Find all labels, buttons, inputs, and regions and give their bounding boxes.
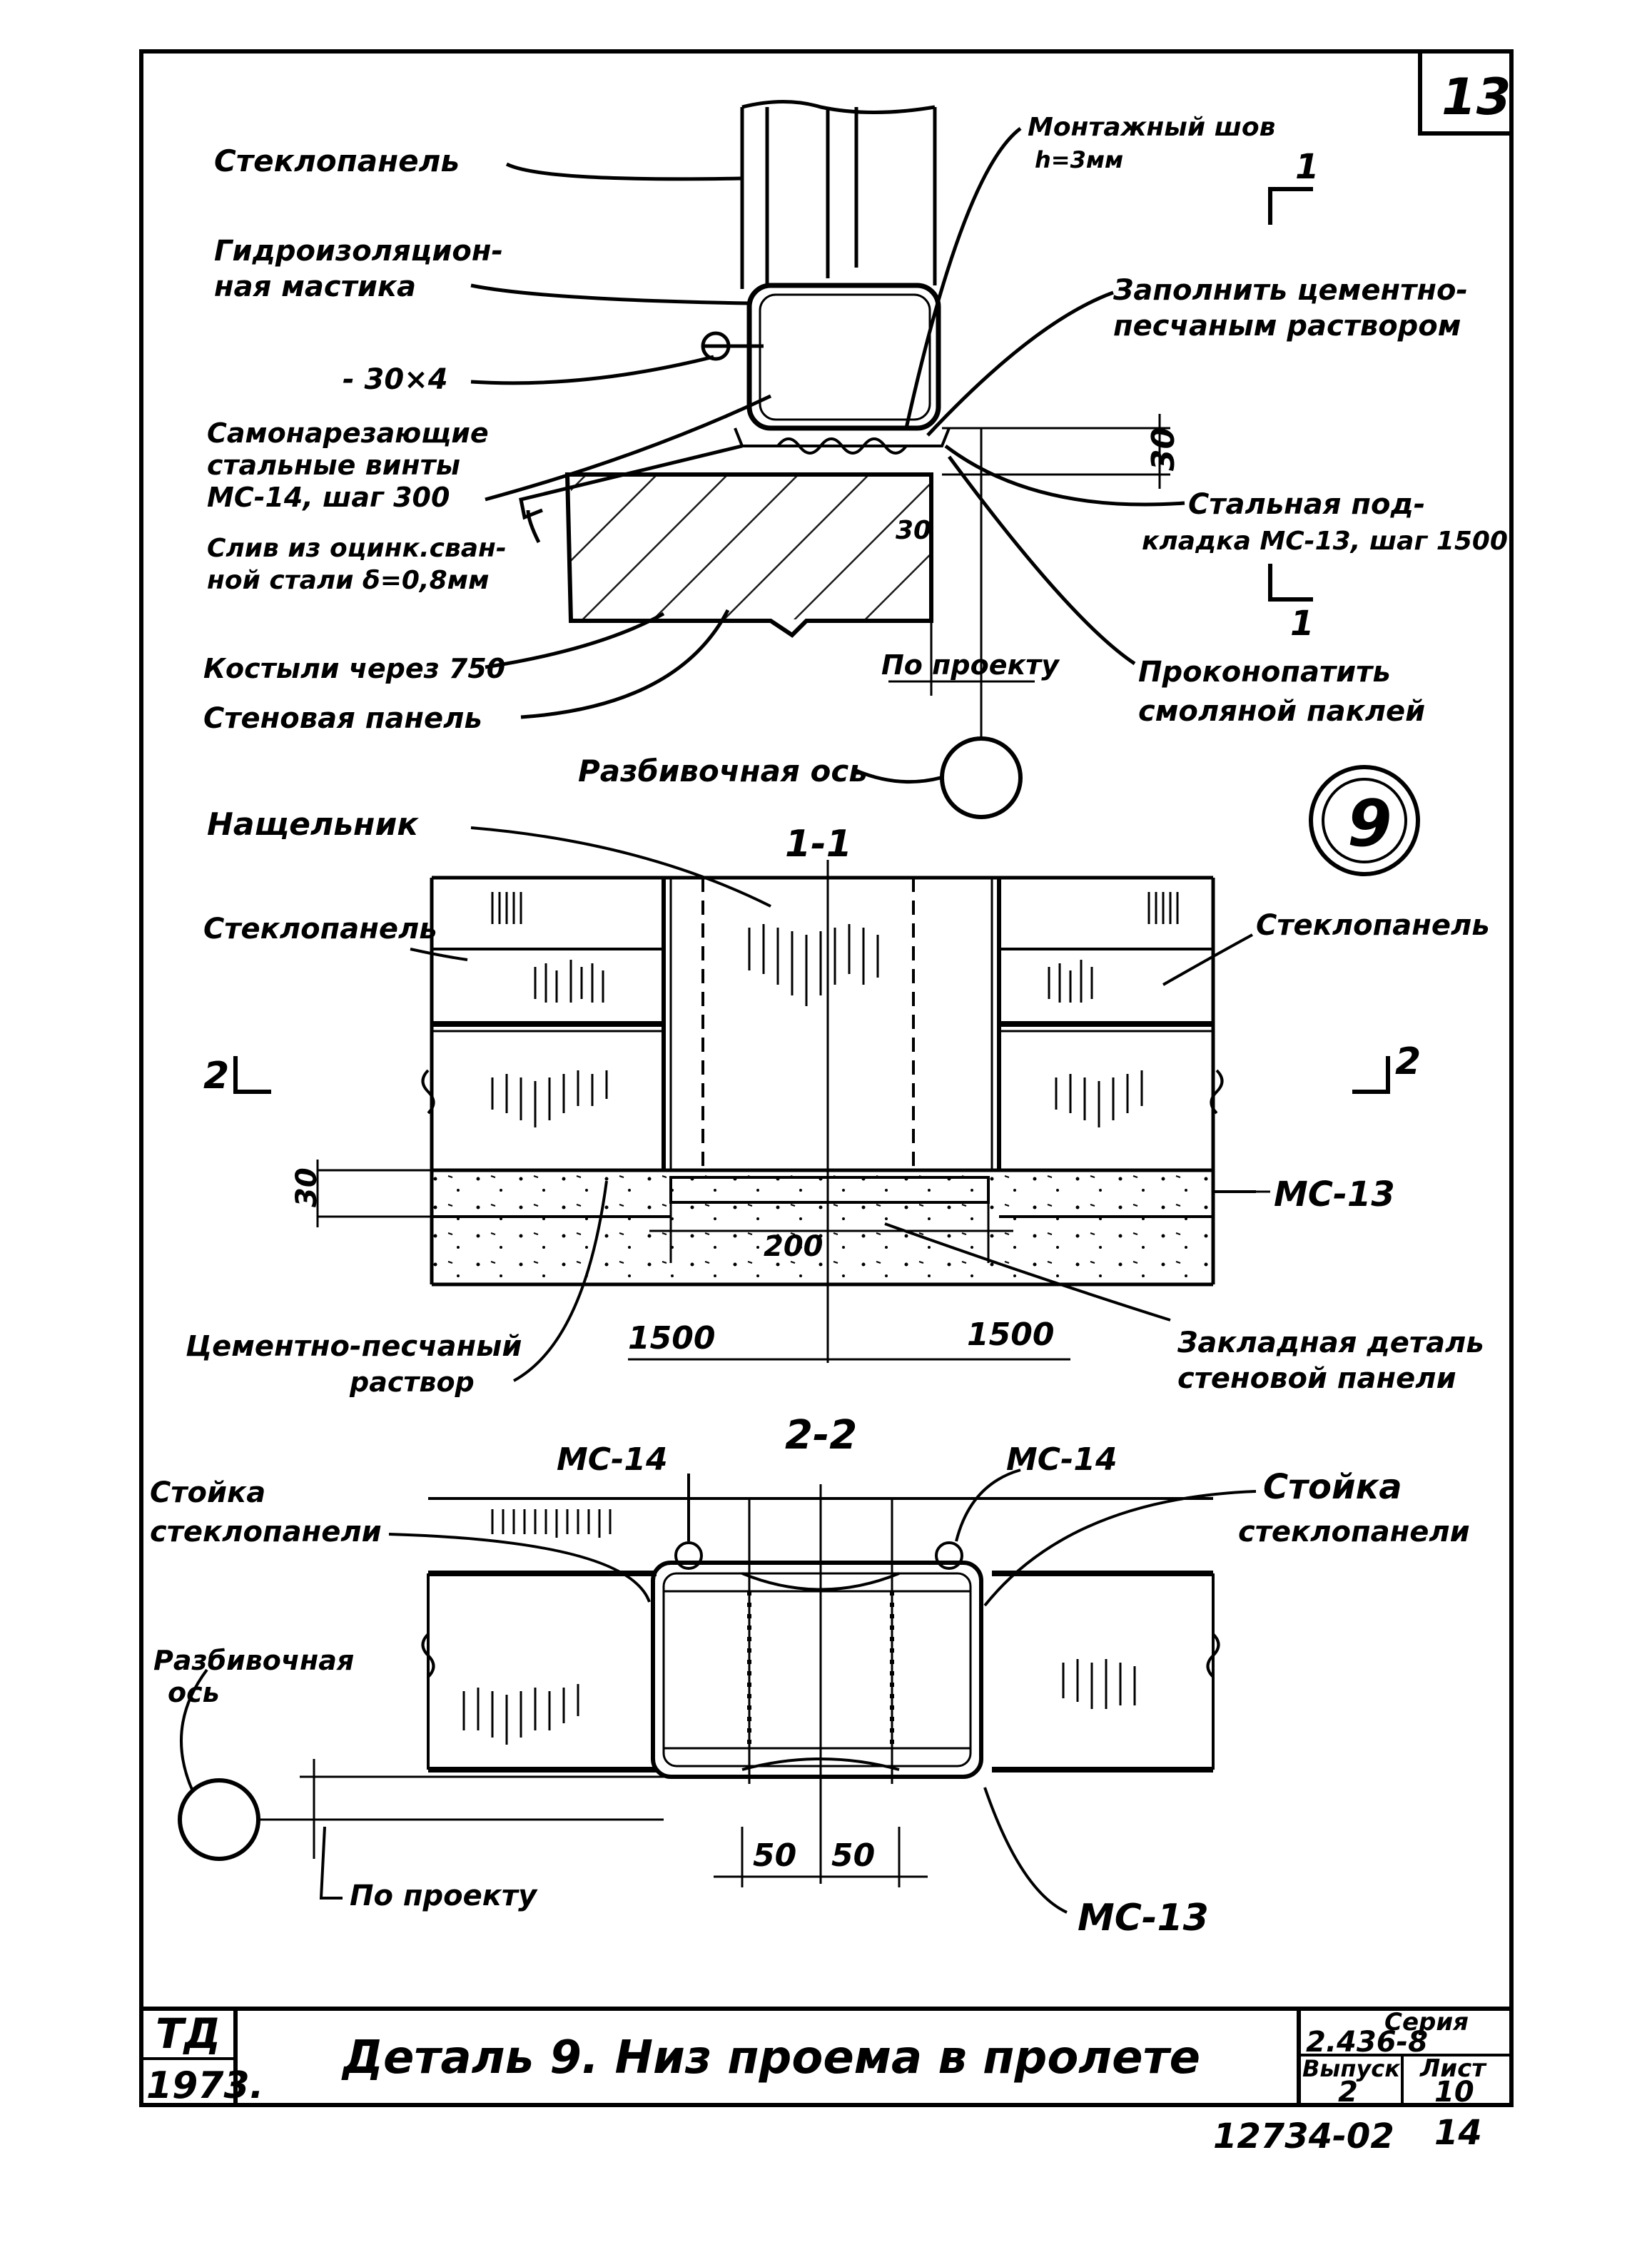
year-label: 1973. xyxy=(146,2064,263,2107)
cut-mark-1-top: 1 xyxy=(1295,147,1319,187)
label-dim-200: 200 xyxy=(764,1230,824,1263)
label-axis-top: Разбивочная ось xyxy=(578,754,868,788)
axis-marker-top xyxy=(940,736,1023,819)
series-value: 2.436-8 xyxy=(1306,2026,1428,2059)
label-drip-1: Слив из оцинк.сван- xyxy=(207,534,507,563)
label-screws-3: МС-14, шаг 300 xyxy=(207,482,450,513)
axis-marker-bottom xyxy=(178,1778,260,1861)
label-glass-left: Стеклопанель xyxy=(203,913,437,945)
label-mc13-1-1: МС-13 xyxy=(1274,1175,1395,1214)
label-section-1-1: 1-1 xyxy=(785,823,852,866)
label-dim-1500-right: 1500 xyxy=(967,1317,1054,1353)
footer-code: 12734-02 xyxy=(1213,2116,1394,2156)
footer-page: 14 xyxy=(1434,2113,1482,2153)
top-detail xyxy=(470,100,1313,819)
label-mortar-2: раствор xyxy=(349,1366,475,1398)
label-dim-30-1-1: 30 xyxy=(290,1167,323,1207)
label-embedded-1: Закладная деталь xyxy=(1177,1327,1484,1359)
label-screws-1: Самонарезающие xyxy=(207,417,489,449)
cut-mark-1-bottom: 1 xyxy=(1290,604,1314,644)
label-steel-plate-1: Стальная под- xyxy=(1188,488,1425,521)
section-2-2-hatching xyxy=(462,1509,1136,1745)
section-1-1 xyxy=(233,826,1390,1382)
label-dim-30-side: 30 xyxy=(896,516,931,545)
label-caulk-2: смоляной паклей xyxy=(1138,695,1425,728)
label-post-left-2: стеклопанели xyxy=(150,1516,382,1548)
label-mc13-2-2: МС-13 xyxy=(1078,1897,1209,1939)
label-dim-50-left: 50 xyxy=(753,1837,796,1874)
label-caulk-1: Проконопатить xyxy=(1138,656,1391,689)
label-glass-panel: Стеклопанель xyxy=(214,143,460,178)
label-post-right-1: Стойка xyxy=(1263,1467,1402,1507)
label-post-right-2: стеклопанели xyxy=(1238,1516,1470,1548)
label-screws-2: стальные винты xyxy=(207,450,460,481)
org-label: ТД xyxy=(156,2009,221,2058)
label-mount-seam-1: Монтажный шов xyxy=(1028,113,1275,142)
title-block xyxy=(141,2007,1511,2105)
label-wall-panel: Стеновая панель xyxy=(203,702,482,735)
section-1-1-hatching xyxy=(491,892,1179,1127)
label-strip: - 30×4 xyxy=(343,363,448,396)
label-glass-right: Стеклопанель xyxy=(1256,909,1490,942)
label-cover-strip: Нащельник xyxy=(207,806,419,843)
label-section-2-2: 2-2 xyxy=(785,1412,857,1459)
label-embedded-2: стеновой панели xyxy=(1177,1362,1456,1395)
label-mount-seam-2: h=3мм xyxy=(1035,146,1123,173)
label-dim-1500-left: 1500 xyxy=(628,1320,715,1356)
label-axis-bottom-1: Разбивочная xyxy=(153,1645,354,1676)
corner-number: 13 xyxy=(1441,68,1511,126)
label-steel-plate-2: кладка МС-13, шаг 1500 xyxy=(1142,527,1508,556)
sheet-label: Лист xyxy=(1419,2054,1487,2083)
label-drip-2: ной стали δ=0,8мм xyxy=(207,566,490,595)
sheet-frame xyxy=(139,49,1514,2107)
series-label: Серия xyxy=(1384,2008,1469,2037)
label-waterproof-1: Гидроизоляцион- xyxy=(214,235,503,268)
issue-value: 2 xyxy=(1338,2076,1358,2109)
label-spikes: Костыли через 750 xyxy=(203,653,505,684)
detail-number-badge: 9 xyxy=(1309,765,1420,876)
detail-number: 9 xyxy=(1347,786,1392,861)
section-2-2 xyxy=(178,1469,1257,1914)
label-fill-1: Заполнить цементно- xyxy=(1113,274,1468,307)
label-dim-50-right: 50 xyxy=(831,1837,875,1874)
corner-number-box: 13 xyxy=(1418,51,1511,136)
label-cut-2-left: 2 xyxy=(203,1055,229,1097)
label-per-project-bottom: По проекту xyxy=(350,1880,538,1912)
sheet-value: 10 xyxy=(1434,2076,1474,2109)
label-waterproof-2: ная мастика xyxy=(214,270,416,303)
label-axis-bottom-2: ось xyxy=(168,1677,220,1708)
label-per-project-top: По проекту xyxy=(881,649,1060,681)
label-cut-2-right: 2 xyxy=(1395,1040,1421,1083)
issue-label: Выпуск xyxy=(1302,2055,1401,2082)
drawing-title: Деталь 9. Низ проема в пролете xyxy=(341,2032,1200,2084)
label-mc14-right: МС-14 xyxy=(1006,1441,1118,1478)
label-fill-2: песчаным раствором xyxy=(1113,310,1461,343)
label-mc14-left: МС-14 xyxy=(557,1441,668,1478)
label-post-left-1: Стойка xyxy=(150,1476,265,1509)
label-mortar-1: Цементно-песчаный xyxy=(186,1330,522,1363)
label-dim-30-top: 30 xyxy=(1145,427,1182,471)
